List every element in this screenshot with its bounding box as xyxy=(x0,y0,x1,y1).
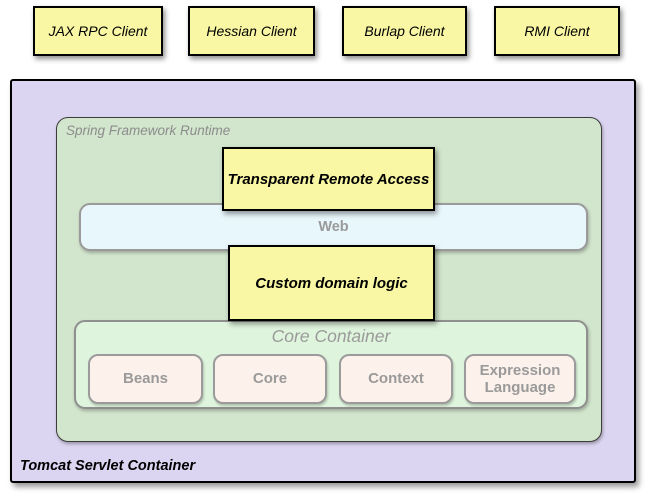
client-label: Hessian Client xyxy=(206,23,297,39)
transparent-remote-access-label: Transparent Remote Access xyxy=(227,170,430,188)
client-box-hessian: Hessian Client xyxy=(188,6,315,56)
client-label: Burlap Client xyxy=(364,23,445,39)
client-box-jax-rpc: JAX RPC Client xyxy=(33,6,163,56)
module-label: Context xyxy=(368,370,424,388)
core-container: Core Container Beans Core Context Expres… xyxy=(74,320,588,409)
custom-domain-logic-label: Custom domain logic xyxy=(255,274,408,292)
tomcat-container-label: Tomcat Servlet Container xyxy=(20,458,196,474)
custom-domain-logic-box: Custom domain logic xyxy=(228,245,435,321)
client-box-rmi: RMI Client xyxy=(494,6,620,56)
module-context: Context xyxy=(339,354,453,404)
module-label: Beans xyxy=(122,370,169,388)
module-core: Core xyxy=(213,354,327,404)
tomcat-servlet-container: Spring Framework Runtime Web Core Contai… xyxy=(10,79,636,483)
client-label: RMI Client xyxy=(524,23,590,39)
module-expression-language: Expression Language xyxy=(464,354,576,404)
module-label: Core xyxy=(252,370,288,388)
spring-runtime-label: Spring Framework Runtime xyxy=(66,123,231,138)
module-label: Expression Language xyxy=(479,361,561,396)
client-box-burlap: Burlap Client xyxy=(342,6,467,56)
module-beans: Beans xyxy=(88,354,203,404)
spring-framework-runtime: Spring Framework Runtime Web Core Contai… xyxy=(56,117,602,442)
client-label: JAX RPC Client xyxy=(48,23,148,39)
web-label: Web xyxy=(318,219,349,235)
core-container-label: Core Container xyxy=(271,326,391,346)
transparent-remote-access-box: Transparent Remote Access xyxy=(222,147,435,211)
